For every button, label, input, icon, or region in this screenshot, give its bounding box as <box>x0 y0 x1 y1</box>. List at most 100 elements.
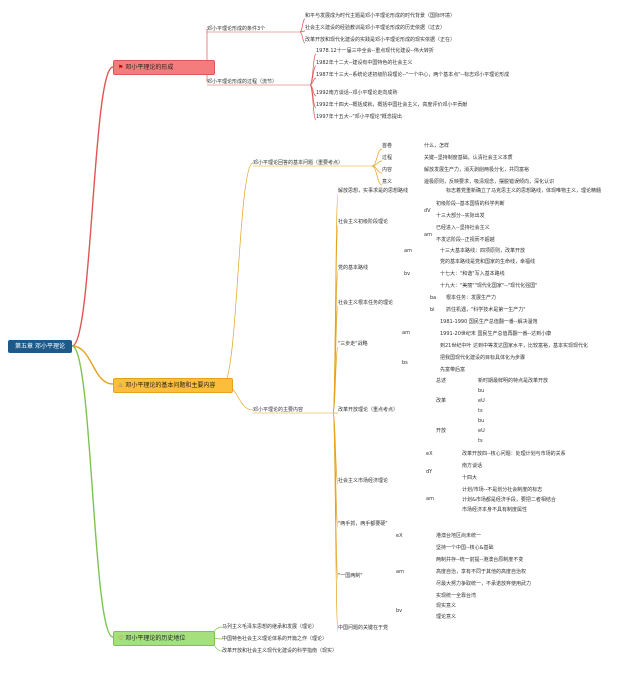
leaf: 先富带后富 <box>440 367 466 373</box>
leaf: 高度自治，享有不同于其他的高度自治权 <box>436 569 527 575</box>
group-key: bi <box>430 307 435 313</box>
leaf: 十七大："和谐"写入基本路线 <box>440 271 505 277</box>
branch-content-node[interactable]: ♨ 邓小平理论的基本问题和主要内容 <box>113 378 233 393</box>
leaf: 十三大基本路线：四项原则，改革开放 <box>440 248 526 254</box>
leaf: 根本任务：发展生产力 <box>446 295 497 301</box>
connector <box>371 165 383 186</box>
leaf: 十四大 <box>462 475 478 481</box>
formation-conditions[interactable]: 邓小平理论形成的条件3个 <box>207 26 266 32</box>
topic-basic-line[interactable]: 党的基本路线 <box>338 265 369 271</box>
leaf: 1981-1990 国民生产总值翻一番--解决温饱 <box>440 319 538 325</box>
leaf: 新时期最鲜明的特点是改革开放 <box>478 378 549 384</box>
topic-fundamental-task[interactable]: 社会主义根本任务的理论 <box>338 300 394 306</box>
leaf: 十三大部分--实际出发 <box>436 213 485 219</box>
branch-status-title: 邓小平理论的历史地位 <box>125 635 186 642</box>
group-key: ba <box>430 295 437 301</box>
topic-three-steps[interactable]: "三步走"战略 <box>338 341 368 347</box>
leaf: bu <box>478 418 485 424</box>
group-key: eX <box>396 533 403 539</box>
leaf: 到21世纪中叶 达到中等发达国家水平，比较富裕，基本实现现代化 <box>440 343 588 349</box>
status-item[interactable]: 改革开放和社会主义现代化建设的科学指南（现实） <box>222 648 338 654</box>
leaf: ts <box>478 438 483 444</box>
group-key: 改革 <box>436 398 447 404</box>
topic-one-country[interactable]: "一国两制" <box>338 573 363 579</box>
flag-icon: ⚑ <box>118 64 124 71</box>
branch-status-node[interactable]: ♡ 邓小平理论的历史地位 <box>113 631 215 646</box>
group-key: am <box>424 232 432 238</box>
topic-primary-stage[interactable]: 社会主义初级阶段理论 <box>338 219 389 225</box>
topic-thought-line[interactable]: 解放思想，实事求是的思想路线 <box>338 188 409 194</box>
leaf: eU <box>478 398 485 404</box>
leaf: bu <box>478 388 485 394</box>
group-key: eX <box>426 451 433 457</box>
group-key: dY <box>426 469 433 475</box>
topic-reform[interactable]: 改革开放理论（重点考点） <box>338 407 399 413</box>
leaf: 1991-20世纪末 国民生产总值再翻一番--达到小康 <box>440 331 552 337</box>
leaf: 实现统一全靠台湾 <box>436 593 477 599</box>
kv-value: 关键--坚持制度基础，认清社会主义本质 <box>424 155 513 161</box>
connector <box>71 345 114 638</box>
root-node[interactable]: 第五章 邓小平理论 <box>8 340 72 353</box>
kv-value: 什么，怎样 <box>424 143 450 149</box>
kv-key: 意义 <box>382 179 393 185</box>
leaf: 1982年十二大--建设有中国特色的社会主义 <box>316 60 413 66</box>
leaf: 十九大："美丽""现代化国家"--"现代化强国" <box>440 283 538 289</box>
kv-value: 解放发展生产力，消灭剥削两极分化，共同富裕 <box>424 167 530 173</box>
group-key: am <box>402 330 410 336</box>
leaf: 抓住机遇，"科学技术是第一生产力" <box>446 307 526 313</box>
leaf: 初级阶段--基本国情的科学判断 <box>436 201 505 207</box>
topic-market-economy[interactable]: 社会主义市场经济理论 <box>338 478 389 484</box>
leaf: 标志着党重新确立了马克思主义的思想路线，体现唯物主义，理论精髓 <box>446 188 602 194</box>
group-key: am <box>426 496 434 502</box>
topic-party-key[interactable]: 中国问题的关键在于党 <box>338 625 389 631</box>
leaf: eU <box>478 428 485 434</box>
formation-process[interactable]: 邓小平理论形成的过程（流节） <box>207 79 278 85</box>
group-key: am <box>404 248 412 254</box>
group-key: bv <box>404 271 411 277</box>
connector <box>71 345 114 385</box>
connector <box>222 162 254 385</box>
connector <box>371 148 383 167</box>
connector <box>71 66 114 347</box>
kv-key: 首卷 <box>382 143 393 149</box>
main-content[interactable]: 邓小平理论的主要内容 <box>253 407 304 413</box>
leaf: 坚持一个中国--核心&基础 <box>436 545 494 551</box>
leaf: 1987年十三大--系统论述初级阶段理论--"一个中心，两个基本点"--标志邓小… <box>316 72 510 78</box>
connector <box>332 412 339 528</box>
status-item[interactable]: 马列主义毛泽东思想的继承和发展（理论） <box>222 624 318 630</box>
leaf: 南方谈话 <box>462 463 483 469</box>
leaf: 已经进入--坚持社会主义 <box>436 225 490 231</box>
leaf: 尽最大努力争取统一，不承诺放弃使用武力 <box>436 581 532 587</box>
leaf: 和平与发展成为时代主题是邓小平理论形成的时代背景（国际环境） <box>305 13 456 19</box>
leaf: 计划/市场--不是划分社会制度的标志 <box>462 487 543 493</box>
leaf: 党的基本路线是党和国家的生命线，幸福线 <box>440 259 536 265</box>
connector <box>309 77 317 86</box>
leaf: 1978.12十一届三中全会--重点现代化建设--伟大转折 <box>316 48 434 54</box>
connector <box>309 53 317 86</box>
group-key: 总述 <box>436 378 447 384</box>
group-key: dV <box>424 208 431 214</box>
topic-two-hands[interactable]: "两手抓，两手都要硬" <box>338 521 388 527</box>
leaf: 两制并存--统一前提--港澳台原制度不变 <box>436 557 524 563</box>
basic-question[interactable]: 邓小平理论回答的基本问题（重要考点） <box>253 160 344 166</box>
leaf: 社会主义建设的经验教训是邓小平理论形成的历史依据（过去） <box>305 25 446 31</box>
leaf: 把我国现代化建设的目标具体化为步骤 <box>440 355 526 361</box>
status-item[interactable]: 中国特色社会主义理论体系的开篇之作（理论） <box>222 636 328 642</box>
connector <box>332 412 339 632</box>
leaf: 现实意义 <box>436 603 457 609</box>
leaf: 1997年十五大--"邓小平理论"概念提出 <box>316 114 402 120</box>
connector <box>299 31 306 44</box>
connector <box>332 346 339 414</box>
fire-icon: ♨ <box>118 382 124 389</box>
group-key: bs <box>402 360 408 366</box>
group-key: bv <box>396 608 403 614</box>
kv-key: 内容 <box>382 167 393 173</box>
leaf: 理论意义 <box>436 614 457 620</box>
branch-formation-node[interactable]: ⚑ 邓小平理论的形成 <box>113 60 215 75</box>
leaf: 1992南方谈话--邓小平理论走向成熟 <box>316 90 398 96</box>
leaf: 改革开放四--核心问题：处理计划与市场的关系 <box>462 451 566 457</box>
group-key: am <box>396 569 404 575</box>
leaf: ts <box>478 408 483 414</box>
